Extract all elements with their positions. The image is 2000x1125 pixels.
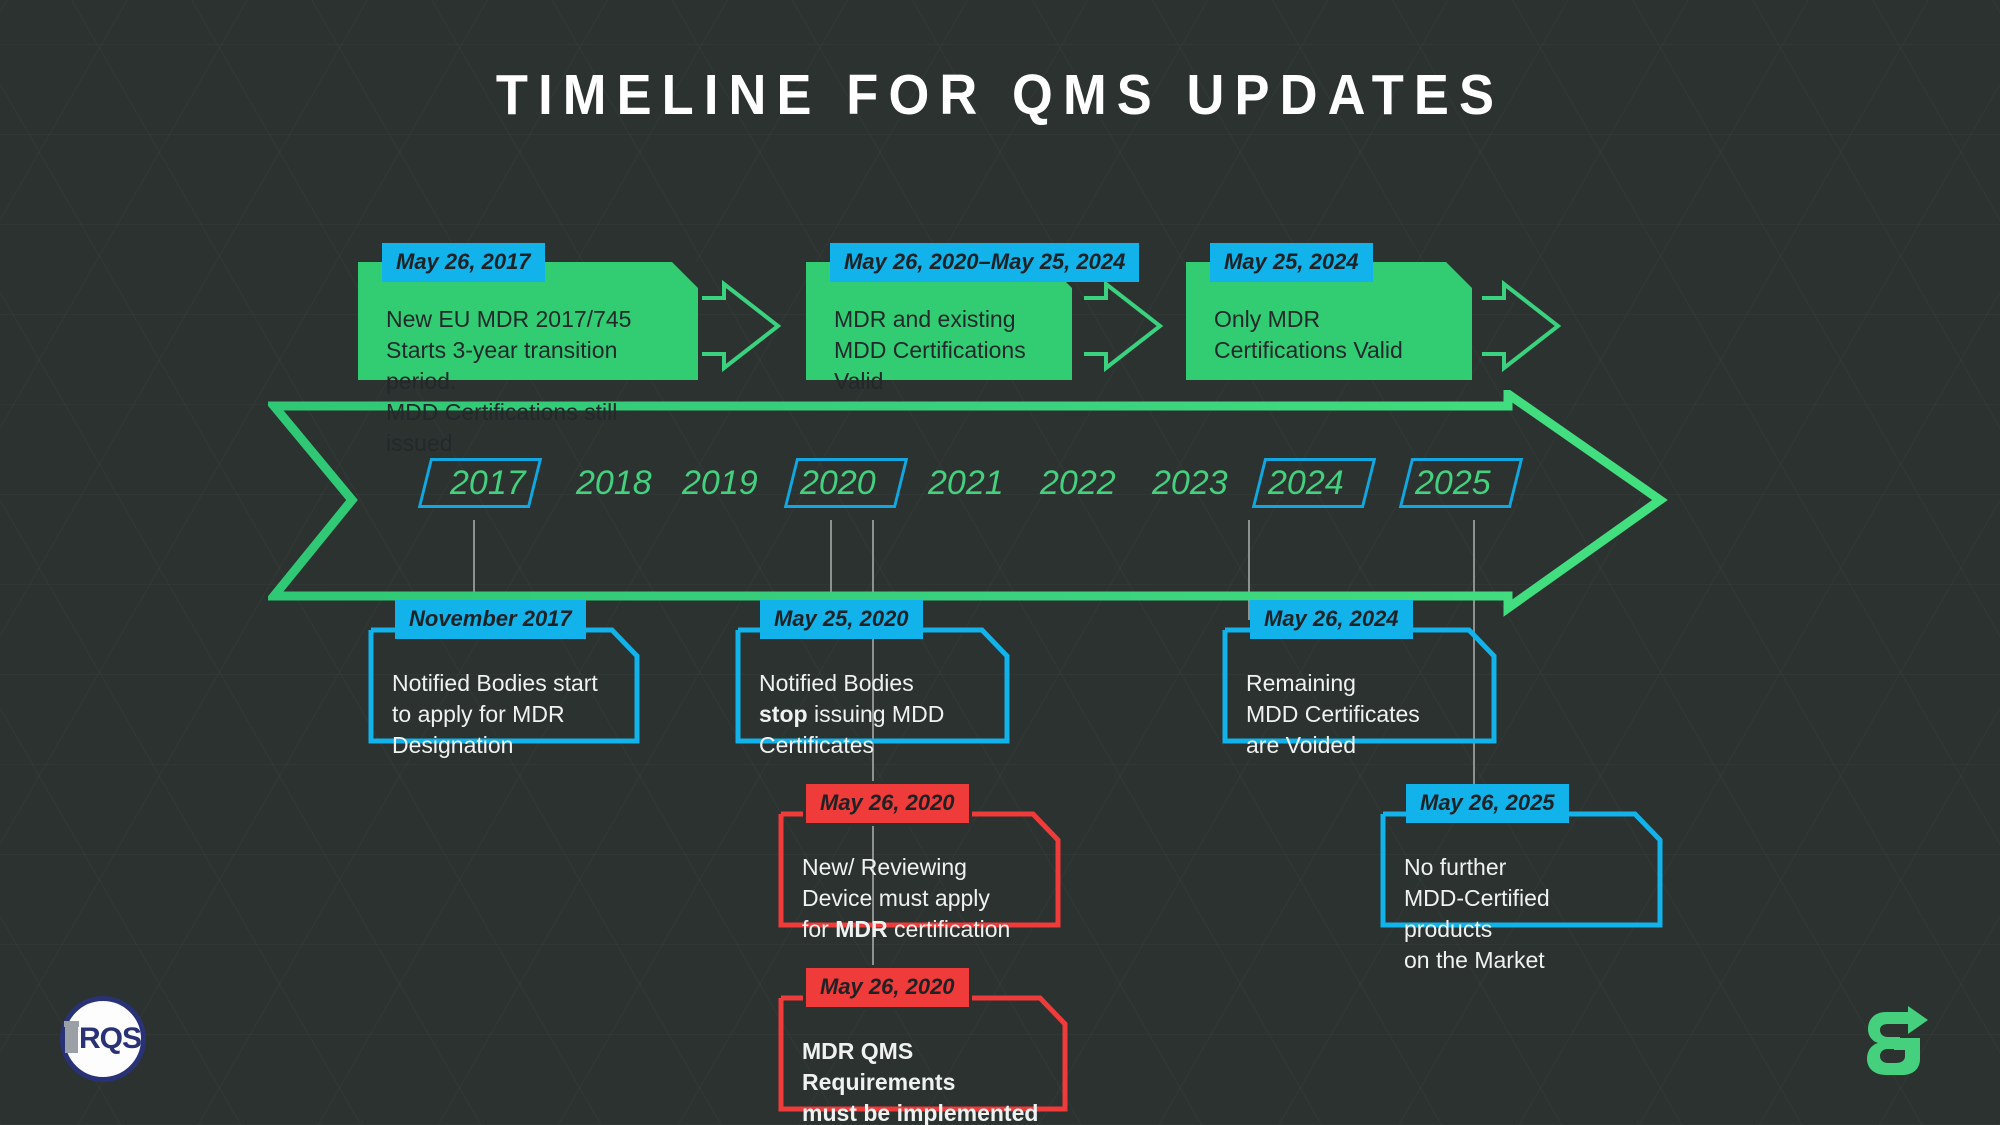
- year-label-2017: 2017: [450, 464, 526, 502]
- card-line-2-rest: issuing MDD: [807, 701, 945, 727]
- milestone-card-nov-2017[interactable]: Notified Bodies start to apply for MDR D…: [368, 616, 640, 758]
- year-label-2021: 2021: [928, 464, 1004, 502]
- card-line-3-pre: for: [802, 916, 836, 942]
- year-label-2018: 2018: [576, 464, 652, 502]
- card-line-2: Starts 3-year transition period.: [386, 337, 618, 394]
- card-line-1: MDR and existing: [834, 306, 1016, 332]
- connector-line-2020-a: [830, 520, 832, 620]
- card-outline-shape: [778, 811, 1061, 928]
- card-outline-shape: [1222, 627, 1497, 744]
- rqs-logo-text: RQS: [78, 1022, 142, 1055]
- card-line-3-post: certification: [887, 916, 1011, 942]
- card-line-3: for MDR certification: [802, 914, 1039, 945]
- date-tab-2024: May 25, 2024: [1210, 243, 1373, 282]
- year-label-2024: 2024: [1268, 464, 1344, 502]
- card-line-2: to apply for MDR: [392, 701, 565, 727]
- card-line-2: must be implemented: [802, 1100, 1039, 1125]
- card-outline-shape: [1380, 811, 1663, 928]
- year-label-2025: 2025: [1415, 464, 1491, 502]
- card-line-1: New/ Reviewing: [802, 854, 967, 880]
- year-label-2019: 2019: [682, 464, 758, 502]
- card-line-3: Designation: [392, 732, 514, 758]
- card-line-1: Remaining: [1246, 670, 1356, 696]
- card-line-3: Certificates: [759, 732, 875, 758]
- date-tab-may-26-2025: May 26, 2025: [1406, 784, 1569, 823]
- milestone-card-may-26-2024[interactable]: Remaining MDD Certificates are Voided: [1222, 616, 1497, 758]
- date-tab-may-25-2020: May 25, 2020: [760, 600, 923, 639]
- chevron-arrow-2: [1084, 279, 1164, 373]
- card-line-3: Valid: [834, 368, 884, 394]
- chevron-arrow-3: [1482, 279, 1562, 373]
- year-label-2023: 2023: [1152, 464, 1228, 502]
- year-label-2022: 2022: [1040, 464, 1116, 502]
- card-line-3: are Voided: [1246, 732, 1356, 758]
- card-corner-notch: [672, 262, 698, 288]
- card-line-3: on the Market: [1404, 947, 1545, 973]
- card-line-2-emphasis: stop: [759, 701, 808, 727]
- milestone-card-may-26-2020-qms[interactable]: MDR QMS Requirements must be implemented…: [778, 984, 1068, 1125]
- year-label-2020: 2020: [800, 464, 876, 502]
- timeline-arrow-band: [268, 390, 1668, 617]
- chess-rook-icon: [64, 1021, 79, 1053]
- card-corner-notch: [1446, 262, 1472, 288]
- milestone-card-may-25-2020[interactable]: Notified Bodies stop issuing MDD Certifi…: [735, 616, 1010, 758]
- milestone-card-may-26-2025[interactable]: No further MDD-Certified products on the…: [1380, 800, 1663, 973]
- date-tab-2020-2024: May 26, 2020–May 25, 2024: [830, 243, 1140, 282]
- rqs-logo: RQS: [60, 996, 146, 1082]
- page-title: TIMELINE FOR QMS UPDATES: [495, 63, 1505, 127]
- date-tab-may-26-2024: May 26, 2024: [1250, 600, 1413, 639]
- connector-line-2020-b: [872, 520, 874, 790]
- card-line-2: MDD Certifications: [834, 337, 1026, 363]
- card-line-1: Notified Bodies: [759, 670, 914, 696]
- card-line-1: New EU MDR 2017/745: [386, 306, 632, 332]
- card-line-1: MDR QMS Requirements: [802, 1038, 956, 1095]
- date-tab-nov-2017: November 2017: [395, 600, 586, 639]
- card-line-3-emphasis: MDR: [835, 916, 888, 942]
- chevron-arrow-1: [702, 279, 782, 373]
- card-line-2: stop issuing MDD: [759, 699, 988, 730]
- card-line-1: No further: [1404, 854, 1507, 880]
- connector-line-2025: [1473, 520, 1475, 790]
- card-line-2: MDD-Certified products: [1404, 885, 1550, 942]
- date-tab-may-26-2020-qms: May 26, 2020: [806, 968, 969, 1007]
- connector-line-2020-c: [872, 745, 874, 975]
- connector-line-2024: [1248, 520, 1250, 620]
- card-outline-shape: [368, 627, 640, 744]
- date-tab-may-26-2020-mdr: May 26, 2020: [806, 784, 969, 823]
- card-line-1: Notified Bodies start: [392, 670, 598, 696]
- card-line-3: MDD Certifications still issued: [386, 399, 618, 456]
- milestone-card-may-26-2020-mdr[interactable]: New/ Reviewing Device must apply for MDR…: [778, 800, 1061, 942]
- stylized-g-icon: [1867, 1006, 1928, 1075]
- card-line-2: Device must apply: [802, 885, 990, 911]
- date-tab-2017: May 26, 2017: [382, 243, 545, 282]
- card-line-2: MDD Certificates: [1246, 701, 1420, 727]
- connector-line-2017: [473, 520, 475, 620]
- card-line-1: Only MDR: [1214, 306, 1321, 332]
- card-outline-shape: [778, 995, 1068, 1112]
- card-line-2: Certifications Valid: [1214, 337, 1403, 363]
